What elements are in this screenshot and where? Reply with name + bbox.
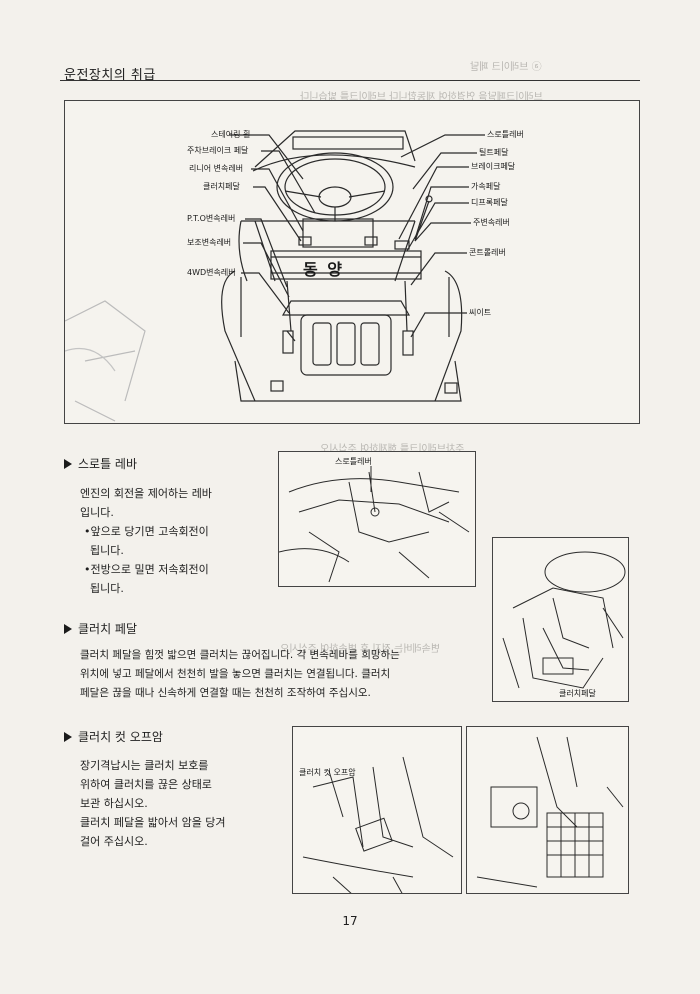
text-line: 클러치 페달을 힘껏 밟으면 클러치는 끊어집니다. 각 변속레바를 희망하는 [80,649,400,661]
throttle-lever-illustration [279,466,470,583]
page-number: 17 [342,914,358,928]
brand-plate-text: 동 양 [303,260,345,279]
bleed-through-text: ⓐ 브레이크 페달 [470,62,542,73]
clutch-description: 클러치 페달을 힘껏 밟으면 클러치는 끊어집니다. 각 변속레바를 희망하는 … [80,646,490,703]
label-linear-shift-lever: 리니어 변속레버 [189,164,244,173]
label-brake-pedal: 브레이크페달 [471,162,516,171]
label-steering-wheel: 스테어링 휠 [211,130,251,139]
clutch-cutoff-arm-photo: 클러치 컷 오프암 [292,726,462,894]
text-line: 됩니다. [90,582,124,595]
throttle-image-label: 스로틀레버 [335,457,372,466]
clutch-cutoff-arm-illustration [302,756,454,893]
triangle-bullet-icon [64,458,72,469]
section-clutch-title: 클러치 페달 [78,622,138,636]
bullet-line: •전방으로 밀면 저속회전이 [84,563,209,576]
section-throttle-title: 스로틀 레바 [78,457,138,471]
section-throttle-heading: 스로틀 레바 [64,455,137,472]
label-accelerator-pedal: 가속페달 [471,182,501,191]
label-parking-brake-pedal: 주차브레이크 페달 [187,146,249,155]
text-line: 됩니다. [90,544,124,557]
label-clutch-pedal: 클러치페달 [203,182,240,191]
clutch-cutoff-image-label: 클러치 컷 오프암 [299,768,356,777]
clutch-cutoff-detail-photo [466,726,629,894]
text-line: 보관 하십시오. [80,797,148,810]
text-line: 페달은 끊을 때나 신속하게 연결할 때는 천천히 조작하여 주십시오. [80,687,371,699]
text-line: 위하여 클러치를 끊은 상태로 [80,778,212,791]
throttle-lever-photo: 스로틀레버 [278,451,476,587]
label-throttle-lever: 스로틀레버 [487,130,524,139]
triangle-bullet-icon [64,731,72,742]
text-line: 걸어 주십시오. [80,835,148,848]
label-control-lever: 콘트롤레버 [469,248,506,257]
label-tilt-pedal: 틸트페달 [479,148,509,157]
clutch-cutoff-detail-illustration [476,736,624,888]
text-line: 클러치 페달을 밟아서 암을 당겨 [80,816,226,829]
throttle-description: 엔진의 회전을 제어하는 레바 입니다. •앞으로 당기면 고속회전이 됩니다.… [80,484,250,598]
text-line: 위치에 넣고 페달에서 천천히 발을 놓으면 클러치는 연결됩니다. 클러치 [80,668,391,680]
clutch-pedal-illustration [502,551,626,689]
triangle-bullet-icon [64,623,72,634]
bullet-line: •앞으로 당기면 고속회전이 [84,525,209,538]
section-header-title: 운전장치의 취급 [64,68,156,83]
cockpit-diagram: 스테어링 휠 주차브레이크 페달 리니어 변속레버 클러치페달 P.T.O변속레… [64,100,640,424]
clutch-cutoff-description: 장기격납시는 클러치 보호를 위하여 클러치를 끊은 상태로 보관 하십시오. … [80,756,270,851]
section-clutch-cutoff-heading: 클러치 컷 오프암 [64,728,163,745]
section-clutch-cutoff-title: 클러치 컷 오프암 [78,730,163,744]
section-clutch-heading: 클러치 페달 [64,620,137,637]
text-line: 엔진의 회전을 제어하는 레바 [80,487,212,500]
label-auxiliary-shift-lever: 보조변속레버 [187,238,232,247]
text-line: 장기격납시는 클러치 보호를 [80,759,209,772]
text-line: 입니다. [80,506,114,519]
label-seat: 씨이트 [469,308,492,317]
label-4wd-shift-lever: 4WD변속레버 [187,268,236,277]
clutch-image-label: 클러치페달 [559,689,596,698]
label-pto-shift-lever: P.T.O변속레버 [187,214,236,223]
clutch-pedal-photo: 클러치페달 [492,537,629,702]
header-rule [60,80,640,81]
label-main-shift-lever: 주변속레버 [473,218,510,227]
cockpit-illustration [65,130,485,422]
label-diff-lock-pedal: 디프록페달 [471,198,508,207]
